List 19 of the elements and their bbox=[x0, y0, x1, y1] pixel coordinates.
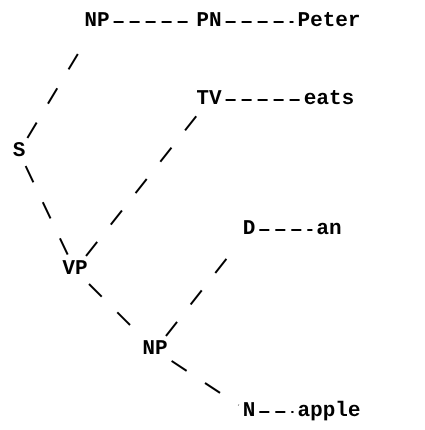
tree-branch bbox=[226, 21, 294, 23]
tree-node-label: TV bbox=[196, 88, 222, 112]
tree-node-label: eats bbox=[304, 88, 354, 112]
tree-node-label: D bbox=[242, 218, 256, 242]
tree-node-label: VP bbox=[62, 258, 88, 282]
tree-node-label: N bbox=[242, 400, 256, 424]
tree-branch bbox=[259, 411, 294, 413]
tree-branch bbox=[226, 99, 300, 101]
tree-node-label: Peter bbox=[298, 10, 360, 34]
tree-branch bbox=[171, 360, 240, 406]
tree-node-label: apple bbox=[298, 400, 360, 424]
tree-node-label: S bbox=[12, 140, 26, 164]
tree-node-label: NP bbox=[142, 338, 168, 362]
tree-node-label: PN bbox=[196, 10, 222, 34]
tree-node-label: NP bbox=[84, 10, 110, 34]
tree-branch bbox=[85, 113, 199, 257]
tree-node-label: an bbox=[316, 218, 342, 242]
tree-branch bbox=[24, 166, 70, 256]
tree-branch bbox=[259, 229, 312, 231]
